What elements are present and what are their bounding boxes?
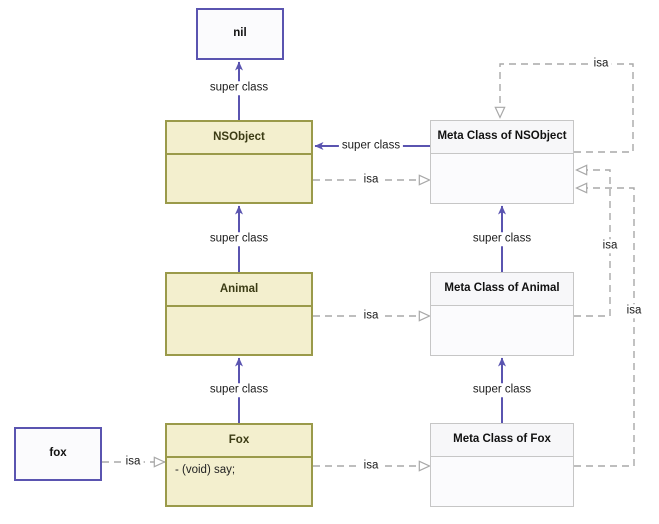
node-meta-class-of-animal-title: Meta Class of Animal: [431, 273, 573, 306]
node-fox[interactable]: Fox - (void) say;: [165, 423, 313, 507]
edge-isa-metafox-to-metansobject: [574, 188, 635, 467]
node-animal[interactable]: Animal: [165, 272, 313, 356]
node-fox-title: Fox: [167, 425, 311, 458]
node-meta-class-of-nsobject-body: [431, 154, 573, 203]
node-nil[interactable]: nil: [196, 8, 284, 60]
edge-label-isa-fox: isa: [360, 459, 382, 473]
node-animal-body: [167, 307, 311, 354]
edge-label-isa-nsobject: isa: [360, 173, 382, 187]
edge-isa-metansobject-self: [500, 63, 634, 153]
edge-label-superclass-metafox-metaanimal: super class: [469, 383, 535, 397]
edge-label-superclass-fox-animal: super class: [206, 383, 272, 397]
superclass-edges: [235, 61, 506, 423]
node-fox-instance[interactable]: fox: [14, 427, 102, 481]
node-meta-class-of-animal-body: [431, 306, 573, 355]
edge-label-isa-fox-instance: isa: [122, 455, 144, 469]
edge-label-isa-metansobject-self: isa: [590, 57, 612, 71]
edge-label-superclass-nsobject-nil: super class: [206, 81, 272, 95]
node-nsobject-body: [167, 155, 311, 202]
node-nil-title: nil: [198, 10, 282, 58]
node-meta-class-of-fox-title: Meta Class of Fox: [431, 424, 573, 457]
edge-label-superclass-metaanimal-metansobject: super class: [469, 232, 535, 246]
node-meta-class-of-nsobject[interactable]: Meta Class of NSObject: [430, 120, 574, 204]
edge-label-superclass-animal-nsobject: super class: [206, 232, 272, 246]
node-fox-instance-title: fox: [16, 429, 100, 479]
edge-label-isa-metaanimal-to-metansobject: isa: [599, 239, 621, 253]
edge-label-isa-metafox-to-metansobject: isa: [623, 304, 645, 318]
node-meta-class-of-fox[interactable]: Meta Class of Fox: [430, 423, 574, 507]
node-animal-title: Animal: [167, 274, 311, 307]
node-fox-body: - (void) say;: [167, 458, 311, 505]
node-meta-class-of-fox-body: [431, 457, 573, 506]
edge-label-superclass-metansobject-nsobject: super class: [338, 139, 404, 153]
node-meta-class-of-animal[interactable]: Meta Class of Animal: [430, 272, 574, 356]
edge-label-isa-animal: isa: [360, 309, 382, 323]
node-nsobject[interactable]: NSObject: [165, 120, 313, 204]
node-meta-class-of-nsobject-title: Meta Class of NSObject: [431, 121, 573, 154]
node-nsobject-title: NSObject: [167, 122, 311, 155]
